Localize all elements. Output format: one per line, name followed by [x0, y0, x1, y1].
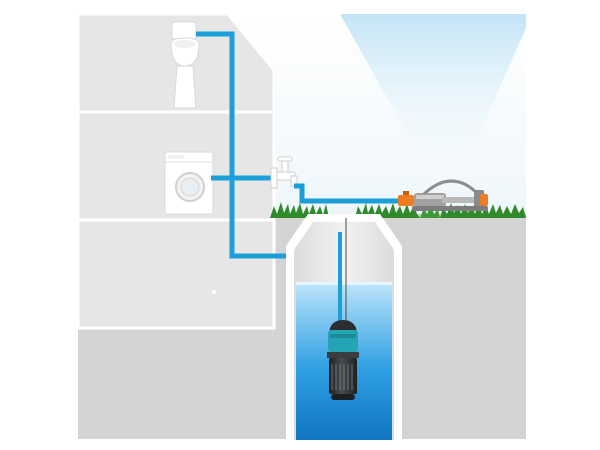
water-surface	[296, 282, 392, 285]
oscillating-sprinkler-icon	[398, 179, 488, 211]
house-light-dot	[212, 290, 216, 294]
washing-machine-icon	[164, 151, 214, 215]
toilet-icon	[170, 21, 200, 109]
submersible-pump-icon	[327, 320, 359, 400]
garden-hose	[294, 183, 420, 204]
sprinkler-spray	[340, 14, 526, 188]
